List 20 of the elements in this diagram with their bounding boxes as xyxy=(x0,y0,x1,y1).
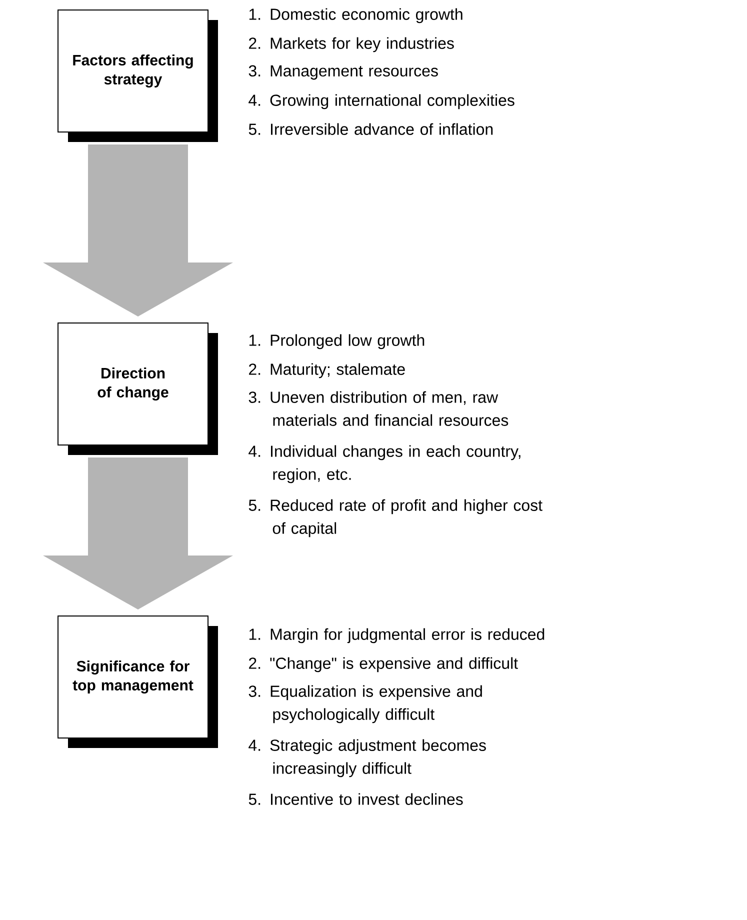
list-item: 4. Growing international complexities xyxy=(248,94,514,110)
list-item: 1. Domestic economic growth xyxy=(249,8,462,24)
list-item: 2. "Change" is expensive and difficult xyxy=(249,657,518,672)
list-item: 2. Maturity; stalemate xyxy=(249,363,405,378)
process-box: Direction of change xyxy=(58,322,218,455)
list-item: 1. Prolonged low growth xyxy=(249,334,424,350)
list-item: 3. Equalization is expensive and psychologically difficult xyxy=(248,685,482,724)
list-item: 4. Strategic adjustment becomes increasingly difficult xyxy=(248,739,486,778)
list-item: 5. Irreversible advance of inflation xyxy=(248,123,493,135)
process-box: Factors affecting strategy xyxy=(58,10,218,142)
list-item: 4. Individual changes in each country, region, etc. xyxy=(248,445,520,484)
list-item: 5. Incentive to invest declines xyxy=(248,793,463,805)
list-item: 3. Uneven distribution of men, raw materials and financial resources xyxy=(248,391,508,426)
block-arrow xyxy=(43,144,233,316)
block-arrow xyxy=(43,458,233,610)
list-item: 3. Management resources xyxy=(248,65,438,80)
process-box: Significance for top management xyxy=(58,616,218,748)
list-item: 1. Margin for judgmental error is reduced xyxy=(249,628,544,644)
list-item: 2. Markets for key industries xyxy=(249,37,454,52)
list-item: 5. Reduced rate of profit and higher cost of capital xyxy=(248,499,542,538)
